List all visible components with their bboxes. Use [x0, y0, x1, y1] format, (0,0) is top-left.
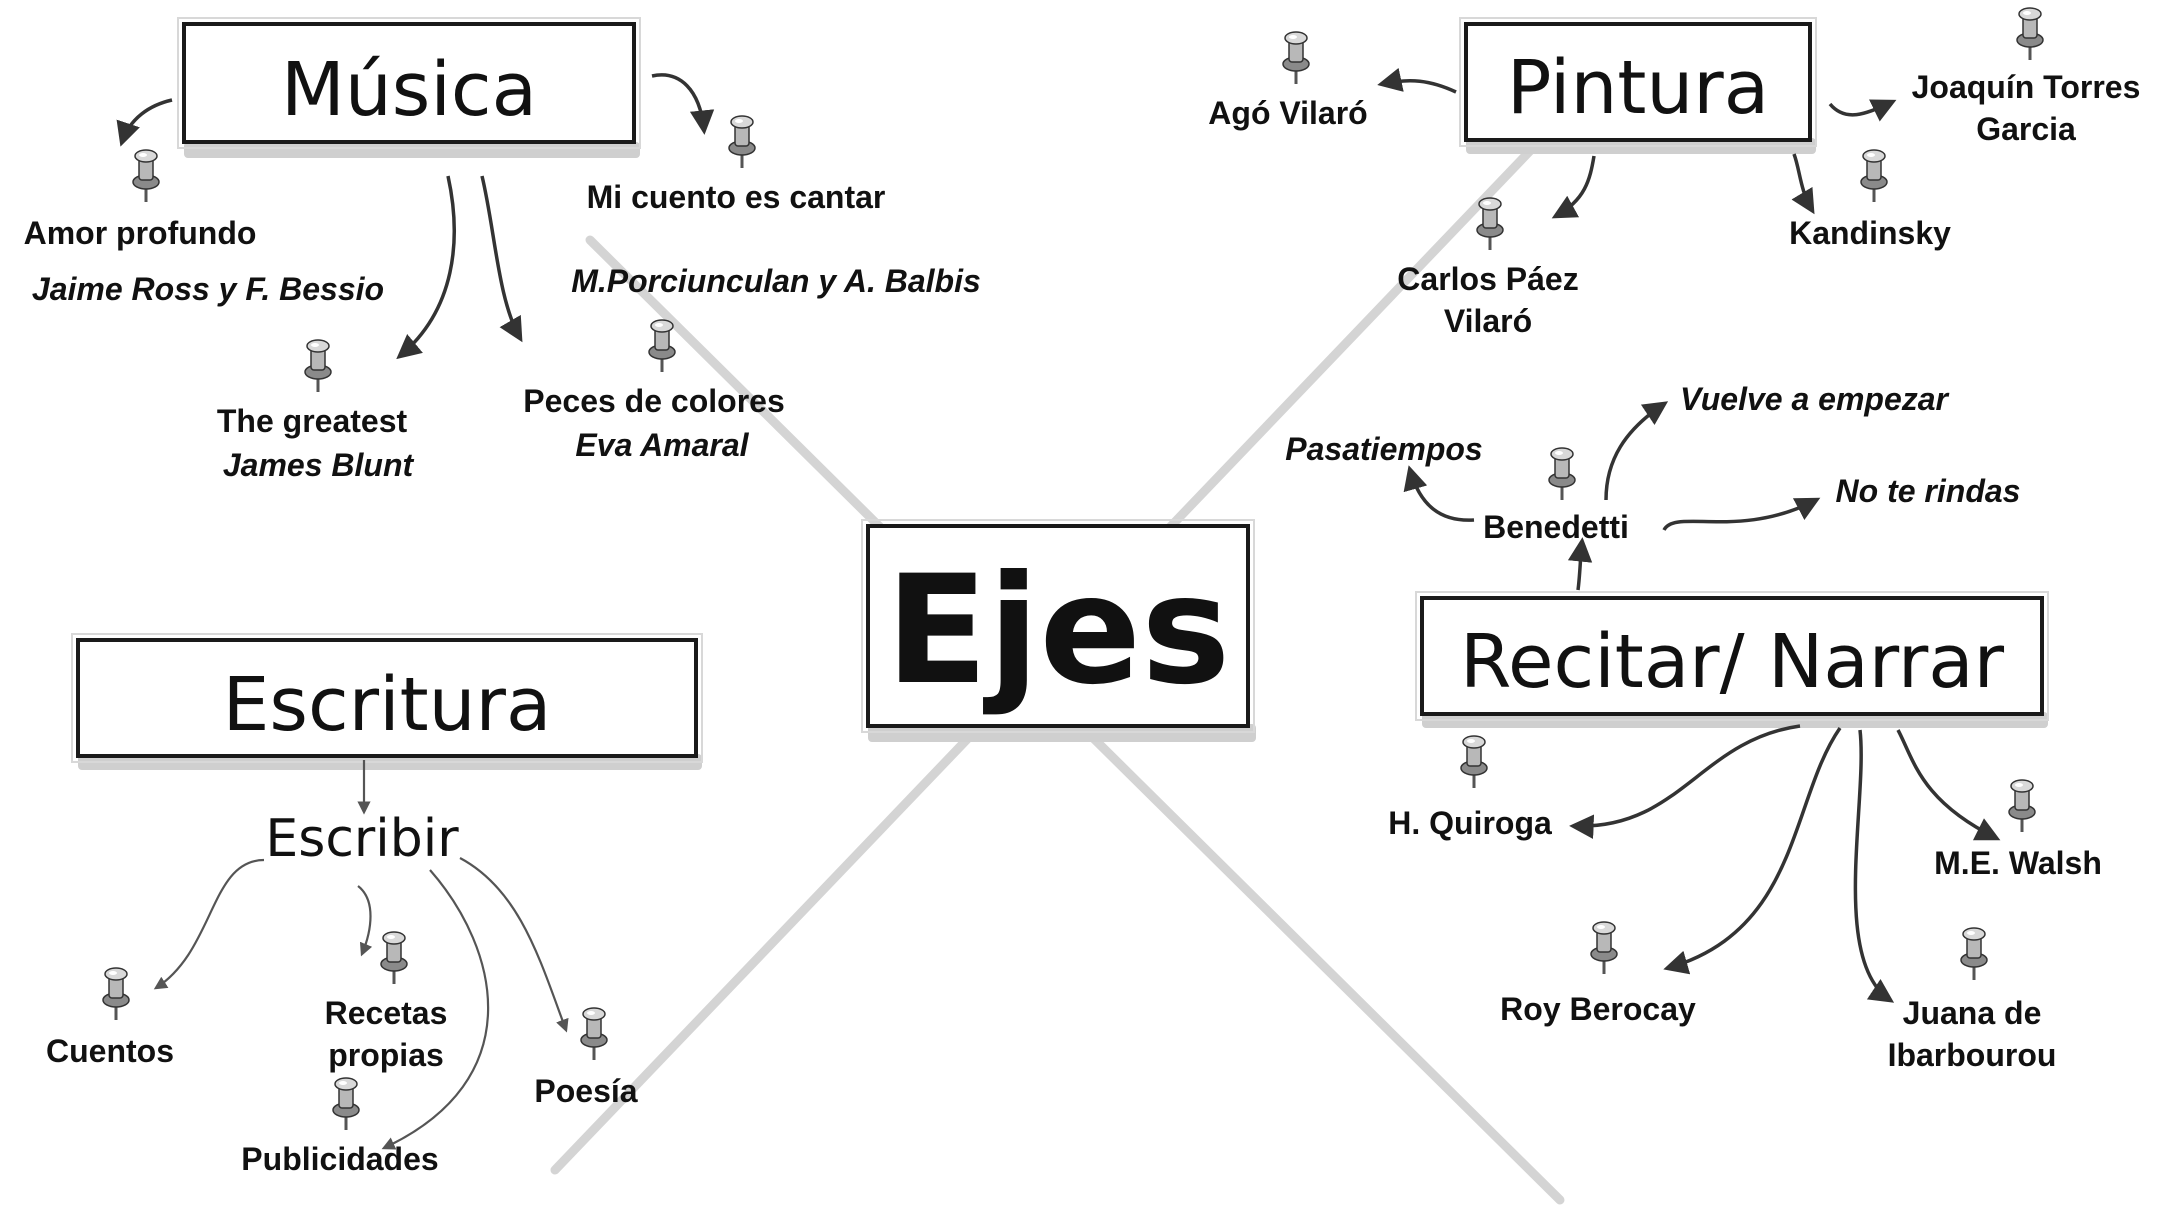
- arrow-to-vuelve: [1604, 401, 1669, 501]
- pushpin-icon: [303, 338, 333, 394]
- arrow-to-cuento: [651, 73, 715, 135]
- pintura-arrows: [1377, 67, 1897, 219]
- pushpin-icon: [1589, 920, 1619, 976]
- arrow-to-greatest: [396, 175, 456, 360]
- cuentos-label: Cuentos: [46, 1033, 174, 1069]
- pushpin-icon: [647, 318, 677, 374]
- pushpin-icon: [727, 114, 757, 170]
- escribir-arrows: [153, 857, 569, 1150]
- benedetti-arrows: [1403, 401, 1821, 532]
- arrow-to-joaquin: [1828, 99, 1897, 122]
- arrow-to-amor: [116, 98, 173, 147]
- arrow-to-walsh: [1896, 729, 2001, 841]
- musica-box: [182, 22, 636, 144]
- pintura-node[interactable]: Pintura: [1459, 17, 1817, 154]
- arrow-to-cuentos: [153, 858, 265, 990]
- arrow-to-quiroga: [1569, 724, 1801, 839]
- publicidades-label: Publicidades: [241, 1141, 438, 1177]
- cuento-author: M.Porciunculan y A. Balbis: [571, 263, 981, 299]
- pushpin-icon: [2007, 778, 2037, 834]
- center-node[interactable]: Ejes: [861, 519, 1256, 742]
- recitar-arrows: [1569, 724, 2001, 1003]
- arrow-to-pasatiempos: [1403, 465, 1475, 522]
- juana-line-1: Juana de: [1903, 995, 2042, 1031]
- no-te-rindas-label: No te rindas: [1836, 473, 2021, 509]
- recetas-line-1: Recetas: [325, 995, 448, 1031]
- arrow-to-juana: [1853, 729, 1895, 1003]
- arrow-to-roy: [1663, 727, 1842, 975]
- pushpin-icon: [101, 966, 131, 1022]
- arrow-to-publicidades: [381, 869, 490, 1150]
- amor-author: Jaime Ross y F. Bessio: [32, 271, 384, 307]
- amor-title: Amor profundo: [24, 215, 257, 251]
- poesia-label: Poesía: [534, 1073, 637, 1109]
- recitar-box-frame: [1415, 591, 2049, 721]
- quiroga-label: H. Quiroga: [1388, 805, 1552, 841]
- peces-title: Peces de colores: [523, 383, 784, 419]
- pushpin-icon: [1459, 734, 1489, 790]
- musica-node[interactable]: Música: [177, 17, 641, 158]
- joaquin-line-2: Garcia: [1976, 111, 2076, 147]
- arrow-to-ago: [1377, 67, 1457, 94]
- arrow-to-recetas: [357, 885, 373, 957]
- pushpin-icon: [131, 148, 161, 204]
- vuelve-label: Vuelve a empezar: [1680, 381, 1950, 417]
- recetas-line-2: propias: [328, 1037, 444, 1073]
- walsh-label: M.E. Walsh: [1934, 845, 2102, 881]
- center-title: Ejes: [886, 544, 1231, 718]
- escritura-box: [76, 638, 698, 758]
- pasatiempos-label: Pasatiempos: [1285, 431, 1482, 467]
- arrow-to-carlos: [1551, 155, 1596, 219]
- recitar-node[interactable]: Recitar/ Narrar: [1415, 591, 2049, 728]
- pushpin-icon: [1475, 196, 1505, 252]
- escribir-label: Escribir: [265, 809, 459, 869]
- arrow-to-benedetti: [1567, 537, 1593, 591]
- musica-box-shadow: [184, 142, 640, 158]
- pintura-box-frame: [1459, 17, 1817, 147]
- musica-box-frame: [177, 17, 641, 149]
- escritura-title: Escritura: [223, 662, 552, 748]
- greatest-author: James Blunt: [223, 447, 415, 483]
- benedetti-label: Benedetti: [1483, 509, 1629, 545]
- greatest-title: The greatest: [217, 403, 408, 439]
- roy-label: Roy Berocay: [1500, 991, 1696, 1027]
- ago-label: Agó Vilaró: [1208, 95, 1367, 131]
- pushpin-icon: [1859, 148, 1889, 204]
- pushpin-icon: [1281, 30, 1311, 86]
- pushpin-icon: [331, 1076, 361, 1132]
- recitar-box: [1420, 596, 2044, 716]
- escritura-node[interactable]: Escritura: [71, 633, 703, 770]
- arrow-to-peces: [480, 175, 523, 343]
- arrow-to-kandinsky: [1791, 153, 1815, 215]
- joaquin-line-1: Joaquín Torres: [1912, 69, 2141, 105]
- pushpin-icon: [579, 1006, 609, 1062]
- recitar-title: Recitar/ Narrar: [1460, 619, 2005, 705]
- pushpin-icon: [379, 930, 409, 986]
- peces-author: Eva Amaral: [575, 427, 749, 463]
- musica-title: Música: [281, 47, 537, 133]
- musica-arrows: [116, 73, 715, 360]
- carlos-line-2: Vilaró: [1444, 303, 1532, 339]
- center-box: [866, 524, 1250, 728]
- pintura-box: [1464, 22, 1812, 142]
- arrow-to-no-te-rindas: [1662, 497, 1821, 532]
- pintura-title: Pintura: [1507, 45, 1769, 131]
- center-box-frame: [861, 519, 1255, 733]
- pushpin-icon: [1959, 926, 1989, 982]
- arrow-to-poesia: [459, 857, 569, 1033]
- escritura-box-frame: [71, 633, 703, 763]
- pushpin-icon: [1547, 446, 1577, 502]
- pushpin-icon: [2015, 6, 2045, 62]
- juana-line-2: Ibarbourou: [1888, 1037, 2057, 1073]
- carlos-line-1: Carlos Páez: [1397, 261, 1578, 297]
- kandinsky-label: Kandinsky: [1789, 215, 1951, 251]
- cuento-title: Mi cuento es cantar: [587, 179, 886, 215]
